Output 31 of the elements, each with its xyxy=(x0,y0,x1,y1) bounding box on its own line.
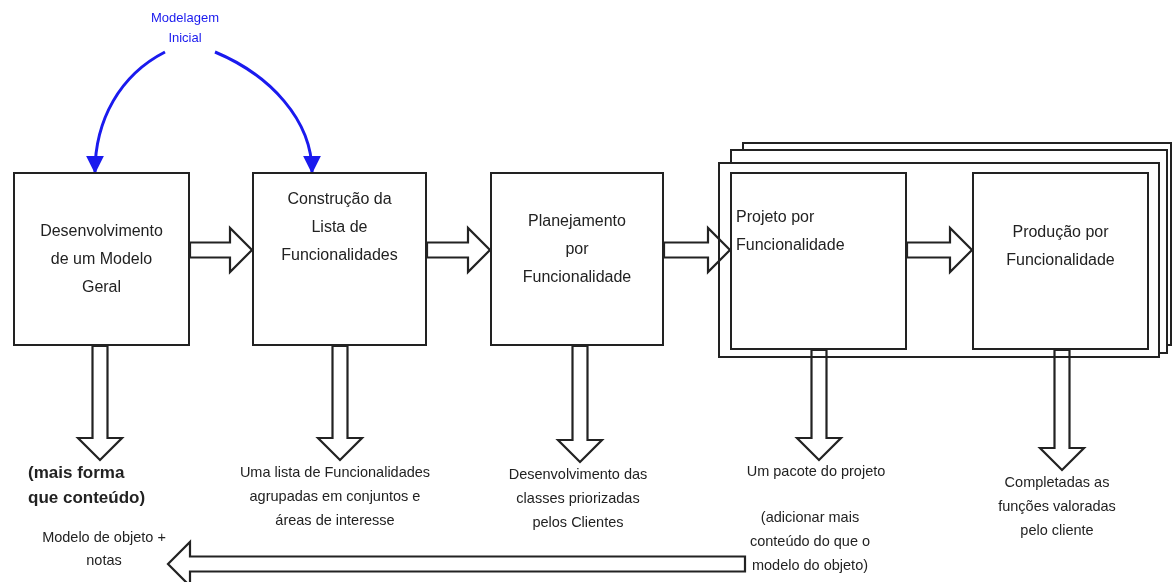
step-title: Produção por Funcionalidade xyxy=(1005,222,1116,270)
block-arrow xyxy=(188,225,254,275)
curved-arrow xyxy=(214,50,320,174)
process-box xyxy=(730,172,907,350)
block-arrow xyxy=(425,225,492,275)
step-title: Construção da Lista de Funcionalidades xyxy=(280,189,399,265)
process-box xyxy=(252,172,427,346)
block-arrow xyxy=(75,344,125,462)
block-arrow xyxy=(166,539,747,582)
curved-arrow xyxy=(86,50,166,174)
block-arrow xyxy=(662,225,732,275)
annotation-text: (adicionar mais conteúdo do que o modelo do objeto) xyxy=(745,505,875,579)
block-arrow xyxy=(794,348,844,462)
annotation-text: Modelagem Inicial xyxy=(140,8,230,52)
annotation-text: Desenvolvimento das classes priorizadas pelos Clientes xyxy=(500,462,656,534)
process-box xyxy=(972,172,1149,350)
annotation-text: Uma lista de Funcionalidades agrupadas em conjuntos e áreas de interesse xyxy=(232,460,438,532)
annotation-text: Completadas as funções valoradas pelo cliente xyxy=(990,470,1124,544)
process-box xyxy=(490,172,664,346)
block-arrow xyxy=(905,225,974,275)
step-title: Projeto por Funcionalidade xyxy=(736,207,846,255)
step-title: Planejamento por Funcionalidade xyxy=(521,211,633,287)
process-box xyxy=(13,172,190,346)
block-arrow xyxy=(555,344,605,464)
annotation-text: Modelo de objeto + notas xyxy=(40,526,168,572)
block-arrow xyxy=(1037,348,1087,472)
block-arrow xyxy=(315,344,365,462)
step-title: Desenvolvimento de um Modelo Geral xyxy=(39,221,164,297)
annotation-text: (mais forma que conteúdo) xyxy=(28,460,153,510)
annotation-text: Um pacote do projeto xyxy=(735,460,897,482)
iteration-frame xyxy=(718,162,1160,358)
